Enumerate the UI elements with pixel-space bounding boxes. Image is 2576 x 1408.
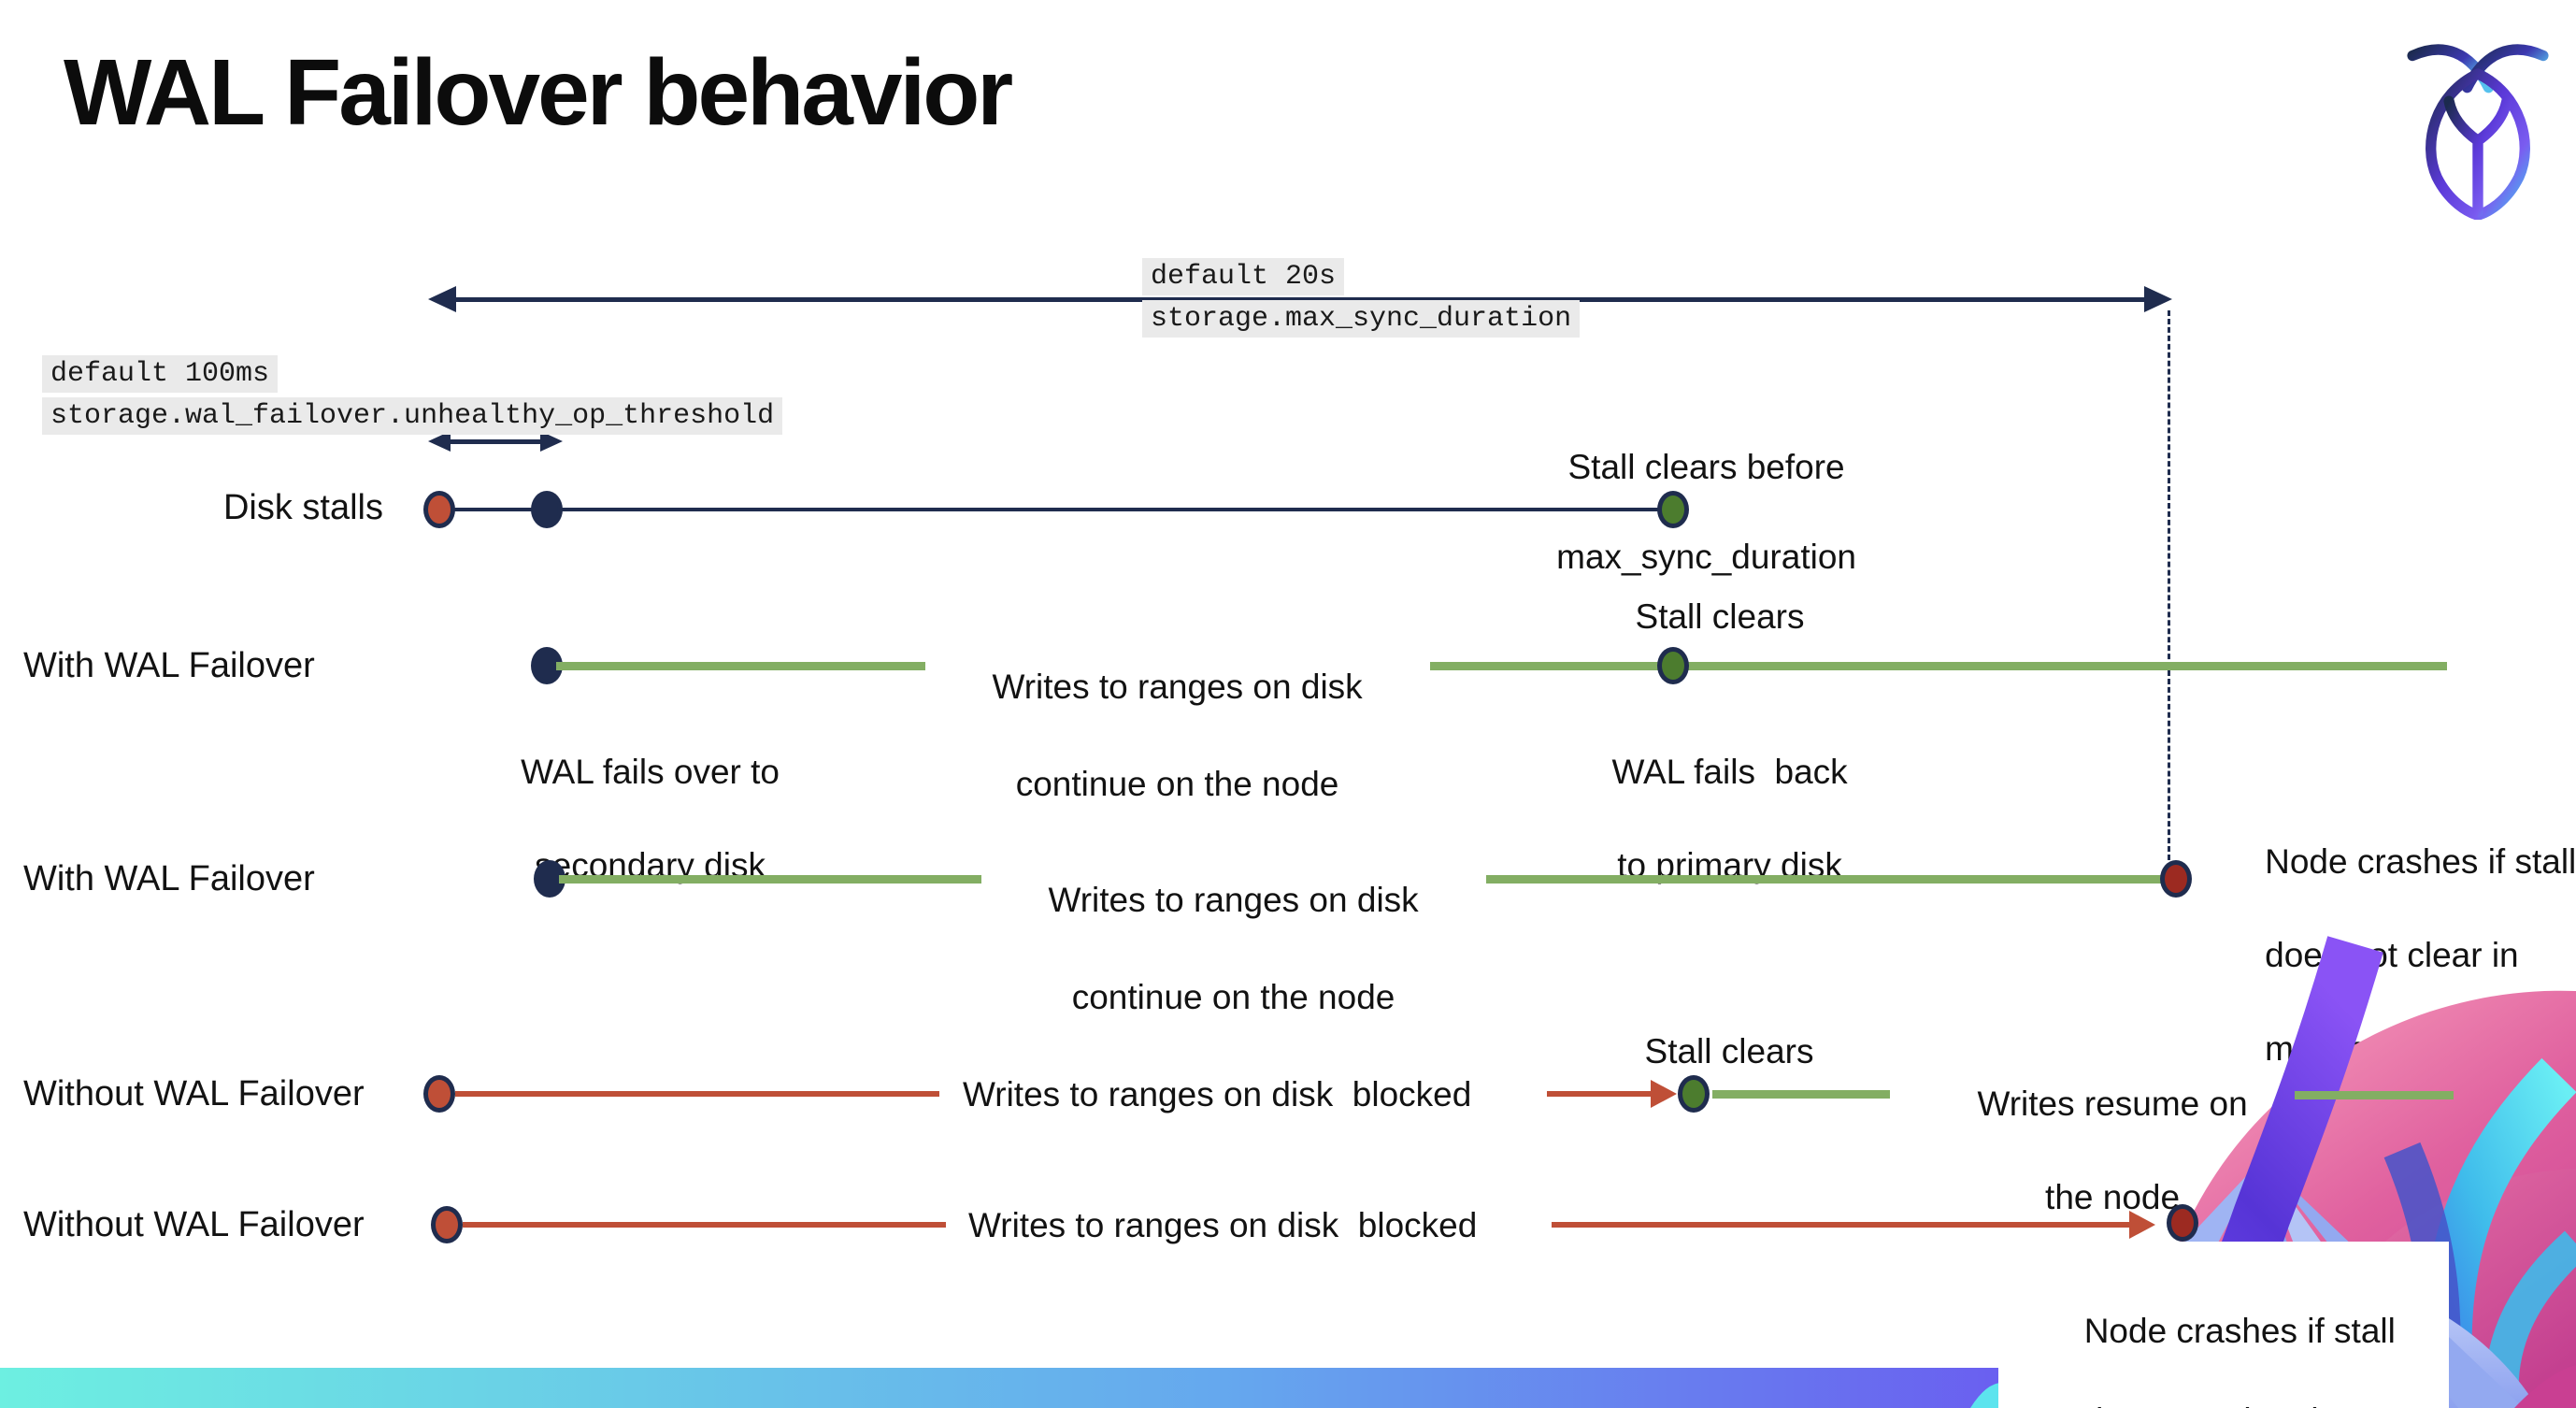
cockroachdb-logo-icon <box>2407 44 2549 220</box>
note-wal-fails-over: WAL fails over to secondary disk <box>521 753 780 884</box>
writes-blocked-line <box>455 1091 939 1097</box>
note-writes-continue: Writes to ranges on disk continue on the… <box>1048 881 1419 1016</box>
writes-resume-line <box>1712 1090 1890 1099</box>
note-stall-clears: Stall clears <box>1644 1032 1814 1070</box>
row-label-with-wal-failover-2: With WAL Failover <box>23 859 315 898</box>
threshold-arrowhead-left-icon <box>428 431 451 452</box>
red-arrowhead-icon <box>1651 1080 1677 1108</box>
writes-resume-line <box>2295 1091 2454 1099</box>
writes-blocked-line <box>1552 1222 2136 1228</box>
note-stall-clears: Stall clears <box>1635 597 1805 636</box>
stall-clear-dot <box>1657 647 1689 684</box>
note-writes-resume: Writes resume on the node <box>1977 1085 2248 1216</box>
stall-start-dot <box>423 1075 455 1113</box>
code-default-20s: default 20s <box>1142 258 1345 295</box>
threshold-span-line <box>447 439 544 444</box>
row-label-with-wal-failover-1: With WAL Failover <box>23 646 315 685</box>
writes-continue-line <box>556 662 925 670</box>
note-wal-fails-back: WAL fails back to primary disk <box>1611 753 1848 884</box>
writes-blocked-line <box>463 1222 946 1228</box>
arrowhead-right-icon <box>2144 286 2172 312</box>
dashed-connector <box>2168 310 2170 860</box>
crash-label-box: Node crashes if stall does not clear in … <box>1998 1242 2449 1408</box>
page-title: WAL Failover behavior <box>64 40 1013 145</box>
note-writes-blocked: Writes to ranges on disk blocked <box>968 1206 1478 1244</box>
code-label-max-sync-duration: default 20s storage.max_sync_duration <box>1142 258 1581 342</box>
note-writes-blocked: Writes to ranges on disk blocked <box>963 1075 1472 1113</box>
threshold-arrowhead-right-icon <box>540 431 563 452</box>
code-storage-wal-failover-threshold: storage.wal_failover.unhealthy_op_thresh… <box>42 397 783 435</box>
code-label-unhealthy-op-threshold: default 100ms storage.wal_failover.unhea… <box>42 355 783 439</box>
writes-continue-line <box>1430 662 2447 670</box>
crash-dot <box>2160 860 2192 898</box>
writes-continue-line <box>559 875 981 884</box>
row-label-without-wal-failover-1: Without WAL Failover <box>23 1074 365 1113</box>
code-default-100ms: default 100ms <box>42 355 279 393</box>
stall-clear-dot <box>1657 491 1689 528</box>
stall-start-dot <box>431 1206 463 1243</box>
note-stall-clears-before: Stall clears before max_sync_duration <box>1556 448 1856 576</box>
max-sync-span-line <box>451 297 2154 302</box>
row-label-disk-stalls: Disk stalls <box>222 488 383 527</box>
row-label-without-wal-failover-2: Without WAL Failover <box>23 1205 365 1244</box>
failover-threshold-dot <box>531 491 563 528</box>
red-arrowhead-icon <box>2129 1211 2155 1239</box>
code-storage-max-sync-duration: storage.max_sync_duration <box>1142 300 1581 338</box>
stall-start-dot <box>423 491 455 528</box>
note-writes-continue: Writes to ranges on disk continue on the… <box>992 668 1363 803</box>
disk-stall-timeline <box>439 508 1673 511</box>
crash-dot <box>2167 1204 2198 1242</box>
note-node-crashes: Node crashes if stall does not clear in … <box>2083 1312 2396 1408</box>
writes-blocked-line <box>1547 1091 1657 1097</box>
writes-continue-line <box>1486 875 2167 884</box>
arrowhead-left-icon <box>428 286 456 312</box>
stall-clear-dot <box>1678 1075 1710 1113</box>
